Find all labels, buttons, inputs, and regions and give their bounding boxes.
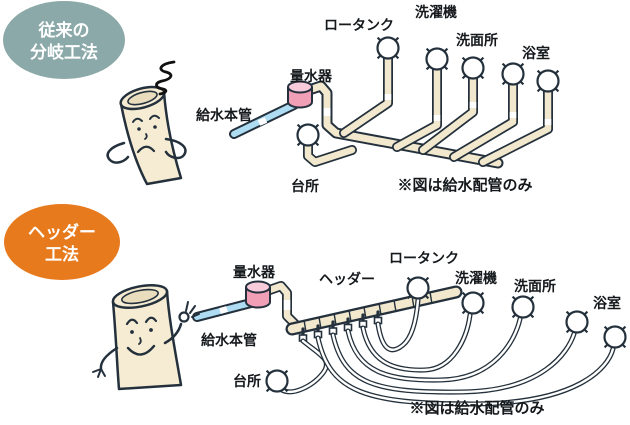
- flexible-tubes: [279, 297, 616, 407]
- badge-line2: 分岐工法: [30, 42, 98, 62]
- supply-main-pipe: [192, 298, 256, 322]
- header-method-badge: ヘッダー 工法: [4, 204, 120, 280]
- label-supply-main: 給水本管: [196, 107, 252, 123]
- label-toilet-tank: ロータンク: [389, 250, 459, 266]
- happy-face: [125, 316, 158, 356]
- tap-icon-bathroom-a: [565, 310, 589, 334]
- label-water-meter: 量水器: [233, 264, 276, 280]
- header-outlets: [298, 310, 383, 342]
- label-kitchen: 台所: [233, 373, 261, 389]
- label-supply-main: 給水本管: [201, 332, 257, 348]
- water-meter: [245, 280, 271, 309]
- conventional-badge: 従来の 分岐工法: [3, 1, 125, 79]
- water-meter: [287, 80, 313, 109]
- pipe-character-happy: [92, 284, 200, 391]
- label-washroom: 洗面所: [456, 32, 498, 48]
- badge-line1: 従来の: [38, 20, 90, 40]
- tap-icon-toilet-tank: [376, 36, 400, 60]
- label-bathroom: 浴室: [522, 45, 550, 61]
- badge-line2: 工法: [45, 244, 79, 264]
- main-pipe: [297, 80, 504, 169]
- label-bathroom: 浴室: [593, 295, 621, 311]
- label-header-manifold: ヘッダー: [319, 271, 375, 287]
- label-washroom: 洗面所: [514, 278, 556, 294]
- note-supply-piping-only: ※図は給水配管のみ: [397, 176, 532, 194]
- tap-icon-washroom: [461, 56, 485, 80]
- riser-pipes: [339, 53, 553, 167]
- pipe-character-sad: [106, 60, 187, 186]
- tap-icon-bathroom-b: [536, 69, 560, 93]
- tap-icon-kitchen: [265, 369, 289, 393]
- tap-icon-washroom: [511, 295, 535, 319]
- ok-hand-icon: [178, 301, 200, 323]
- anger-mark-icon: [155, 60, 176, 96]
- supply-main-pipe: [229, 100, 299, 139]
- open-hand: [92, 368, 106, 378]
- header-manifold: [285, 285, 463, 342]
- label-kitchen: 台所: [291, 178, 319, 194]
- note-supply-piping-only: ※図は給水配管のみ: [409, 399, 544, 417]
- sad-face: [132, 114, 160, 154]
- left-arm: [106, 141, 130, 164]
- badge-line1: ヘッダー: [28, 222, 96, 242]
- label-water-meter: 量水器: [290, 68, 333, 84]
- label-toilet-tank: ロータンク: [324, 17, 394, 33]
- label-washing-machine: 洗濯機: [455, 270, 497, 286]
- right-arm: [164, 137, 187, 160]
- label-washing-machine: 洗濯機: [415, 4, 457, 20]
- kitchen-branch-pipe: [303, 141, 357, 167]
- meter-connector-pipe: [256, 281, 301, 330]
- tap-icon-bathroom-a: [501, 62, 525, 86]
- tap-icon-bathroom-b: [603, 325, 627, 349]
- tap-icon-washing-machine: [425, 47, 449, 71]
- tap-icon-toilet-tank: [406, 276, 430, 300]
- tap-icon-washing-machine: [461, 291, 485, 315]
- tap-icon-kitchen: [296, 123, 320, 147]
- header-method-diagram: 量水器 ヘッダー 給水本管 台所 ロータンク 洗濯機 洗面所 浴室 ※図は給水配…: [4, 204, 627, 417]
- left-arm: [99, 346, 119, 371]
- right-arm: [163, 322, 183, 345]
- conventional-method-diagram: 量水器 給水本管 ロータンク 洗濯機 洗面所 浴室 台所 ※図は給水配管のみ: [3, 1, 560, 194]
